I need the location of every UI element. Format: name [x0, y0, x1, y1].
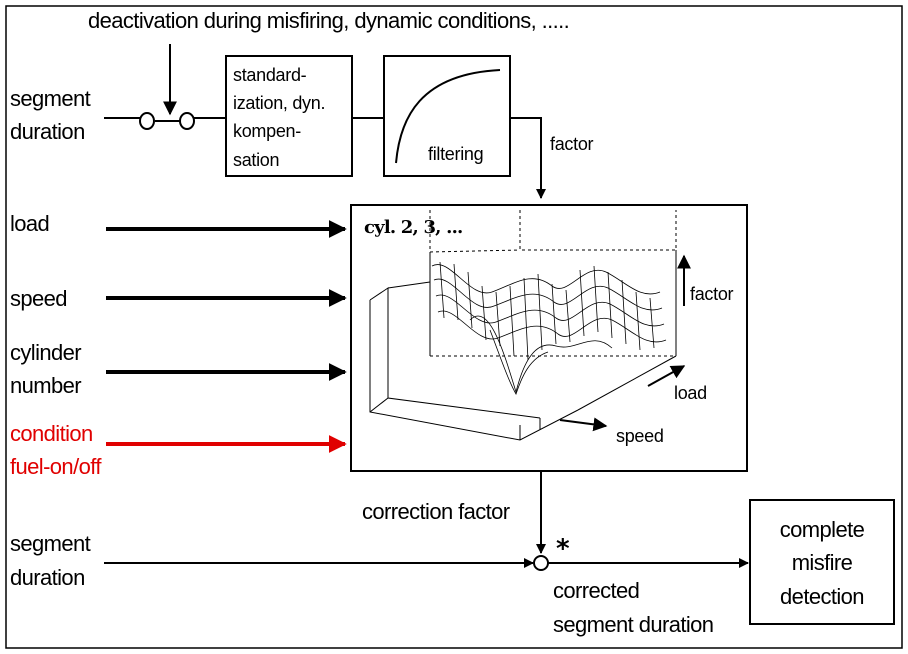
- factor-arrow: [510, 117, 546, 199]
- condition-line1: condition: [10, 421, 93, 446]
- switch-contact-right: [179, 112, 195, 130]
- corrected-line1: corrected: [553, 578, 639, 603]
- filtering-label: filtering: [428, 144, 483, 164]
- segment-duration-bottom-line1: segment: [10, 531, 91, 556]
- condition-line2: fuel-on/off: [10, 454, 102, 479]
- deactivation-note: deactivation during misfiring, dynamic c…: [88, 8, 569, 33]
- cyl-label: cyl. 2, 3, ...: [364, 217, 463, 238]
- standardization-line4: sation: [233, 150, 279, 170]
- correction-factor-label: correction factor: [362, 499, 510, 524]
- standardization-line1: standard-: [233, 65, 307, 85]
- map-factor-label: factor: [690, 284, 734, 304]
- segment-duration-bottom-line2: duration: [10, 565, 85, 590]
- load-label: load: [10, 211, 49, 236]
- multiply-node: [533, 555, 549, 571]
- load-axis-arrow: [647, 365, 686, 387]
- corrected-line2: segment duration: [553, 612, 713, 637]
- map-speed-label: speed: [616, 426, 664, 446]
- map-surface-mesh: [431, 261, 667, 395]
- segment-duration-top-line2: duration: [10, 119, 85, 144]
- complete-misfire-detection-block: [749, 499, 895, 625]
- detection-line3: detection: [780, 584, 864, 609]
- standardization-line3: kompen-: [233, 121, 301, 141]
- detection-line1: complete: [780, 517, 865, 542]
- speed-axis-arrow: [559, 417, 608, 432]
- standardization-block: [225, 55, 353, 177]
- map-load-label: load: [674, 383, 707, 403]
- factor-label: factor: [550, 134, 594, 154]
- map-3d-wireframe: [369, 210, 677, 441]
- switch-contact-left: [139, 112, 155, 130]
- multiply-symbol: *: [556, 534, 570, 564]
- characteristic-map-box: [350, 204, 748, 472]
- speed-label: speed: [10, 286, 67, 311]
- segment-duration-top-line1: segment: [10, 86, 91, 111]
- filtering-block: [383, 55, 511, 177]
- outer-frame: [5, 5, 903, 649]
- standardization-line2: ization, dyn.: [233, 93, 325, 113]
- detection-line2: misfire: [792, 550, 853, 575]
- cylinder-number-line2: number: [10, 373, 81, 398]
- cylinder-number-line1: cylinder: [10, 340, 81, 365]
- filter-response-curve: [395, 69, 501, 164]
